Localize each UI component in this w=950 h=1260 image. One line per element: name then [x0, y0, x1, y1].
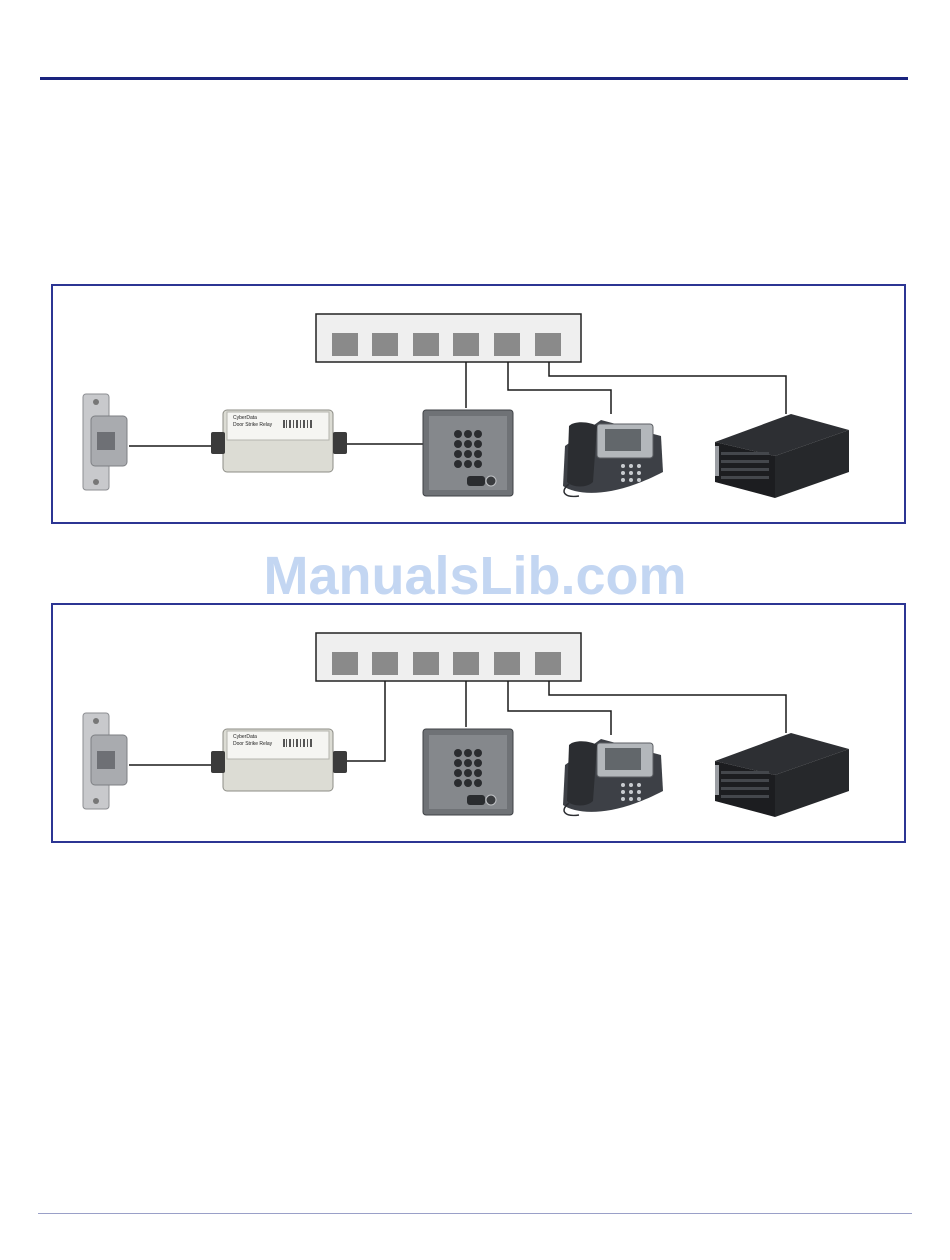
relay-box-icon: CyberData Door Strike Relay: [211, 410, 347, 472]
switch-port-3: [413, 333, 439, 356]
diagram-1-svg: CyberData Door Strike Relay: [53, 286, 904, 522]
switch-port-6: [535, 333, 561, 356]
switch-port-4: [453, 652, 479, 675]
wiring-diagram-1: CyberData Door Strike Relay: [51, 284, 906, 524]
wiring-diagram-2: CyberData Door Strike Relay: [51, 603, 906, 843]
switch-port-6: [535, 652, 561, 675]
server-icon: [715, 733, 849, 817]
switch-port-4: [453, 333, 479, 356]
wire-phone: [508, 681, 611, 735]
wire-relay-switch: [333, 681, 385, 761]
relay-title-label: Door Strike Relay: [233, 741, 273, 747]
intercom-icon: [423, 410, 513, 496]
ip-phone-icon: [563, 739, 663, 815]
network-switch: [316, 633, 581, 681]
intercom-icon: [423, 729, 513, 815]
network-switch: [316, 314, 581, 362]
diagram-2-svg: CyberData Door Strike Relay: [53, 605, 904, 841]
header-rule: [40, 77, 908, 80]
relay-brand-label: CyberData: [233, 415, 257, 421]
switch-port-1: [332, 333, 358, 356]
footer-rule: [38, 1213, 912, 1214]
relay-box-icon: CyberData Door Strike Relay: [211, 729, 347, 791]
door-strike-icon: [83, 394, 127, 490]
switch-port-3: [413, 652, 439, 675]
watermark-text: ManualsLib.com: [0, 545, 950, 607]
door-strike-icon: [83, 713, 127, 809]
wire-phone: [508, 362, 611, 414]
switch-port-2: [372, 652, 398, 675]
relay-brand-label: CyberData: [233, 734, 257, 740]
wire-server: [549, 681, 786, 733]
switch-port-1: [332, 652, 358, 675]
ip-phone-icon: [563, 420, 663, 496]
relay-title-label: Door Strike Relay: [233, 422, 273, 428]
switch-port-5: [494, 333, 520, 356]
switch-port-5: [494, 652, 520, 675]
switch-port-2: [372, 333, 398, 356]
server-icon: [715, 414, 849, 498]
wire-server: [549, 362, 786, 414]
